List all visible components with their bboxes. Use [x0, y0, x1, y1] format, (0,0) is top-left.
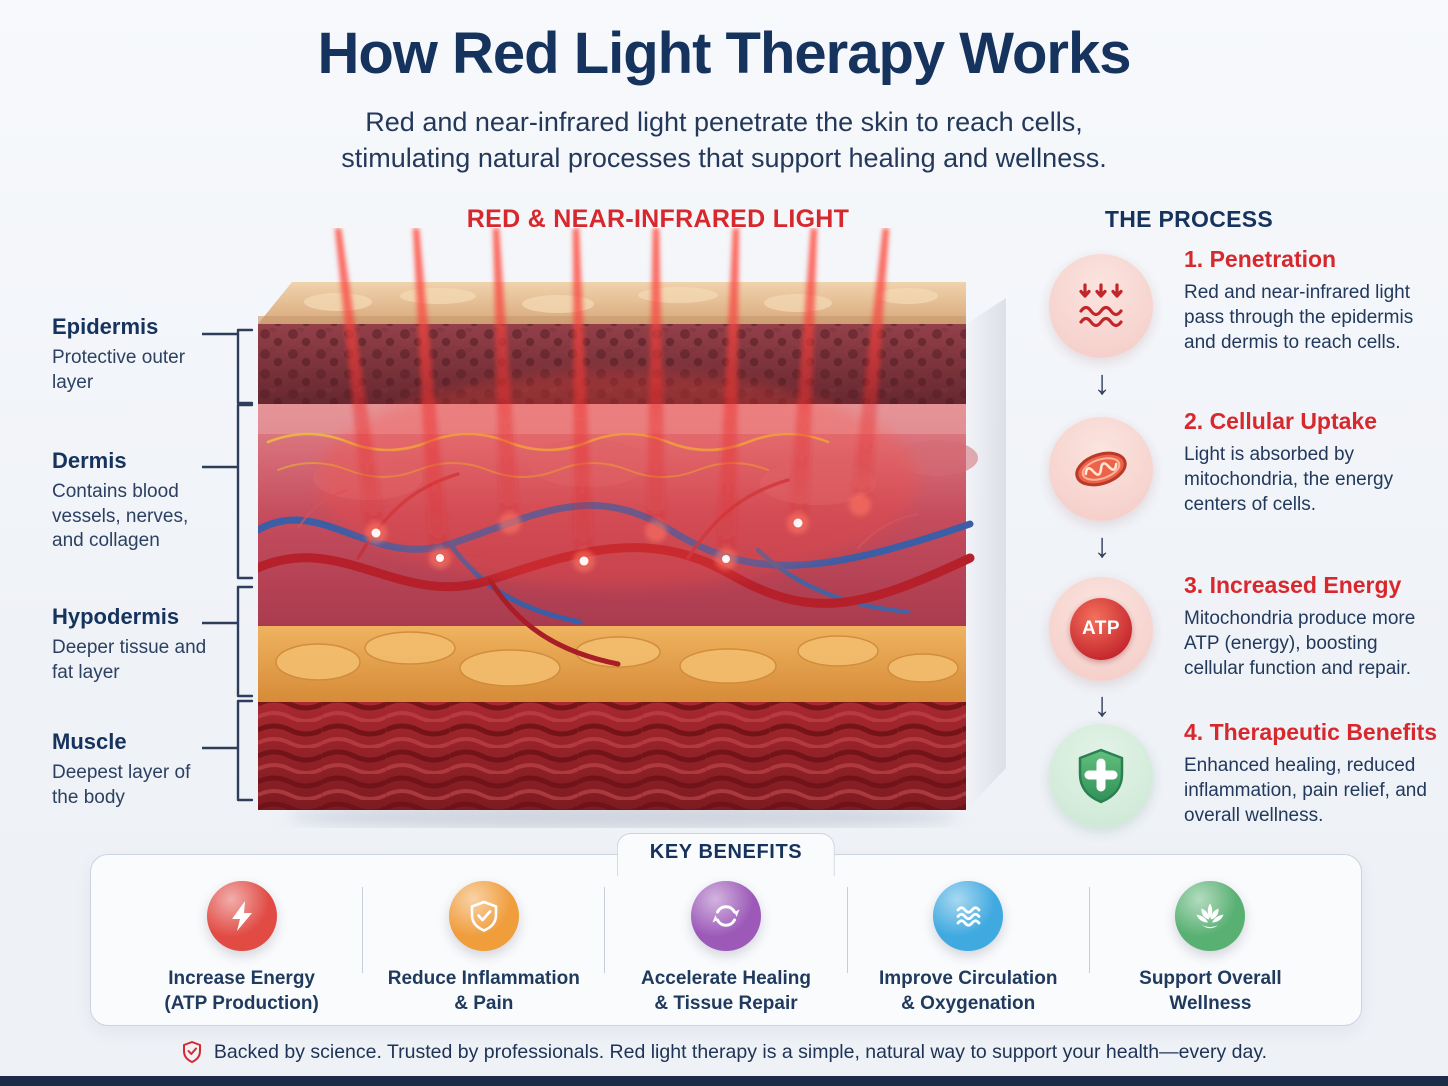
layer-description: Protective outer layer	[52, 347, 186, 393]
benefit-support-wellness: Support Overall Wellness	[1090, 881, 1331, 1025]
layer-label-muscle: Muscle Deepest layer of the body	[52, 729, 210, 810]
benefit-label: Improve Circulation & Oxygenation	[879, 968, 1058, 1014]
skin-cross-section-illustration	[258, 228, 1006, 828]
atp-icon: ATP	[1049, 577, 1153, 681]
layer-brackets	[202, 328, 254, 802]
layer-name: Muscle	[52, 729, 127, 754]
divider	[362, 887, 364, 973]
bottom-accent-bar	[0, 1076, 1448, 1086]
bracket-muscle	[202, 699, 254, 802]
cycle-arrows-icon	[691, 881, 761, 951]
footer-text: Backed by science. Trusted by profession…	[213, 1040, 1268, 1063]
layer-description: Contains blood vessels, nerves, and coll…	[52, 481, 189, 552]
shield-verified-icon	[181, 1040, 203, 1064]
atp-badge: ATP	[1070, 598, 1132, 660]
benefits-row: Increase Energy (ATP Production) Reduce …	[91, 855, 1361, 1025]
benefit-label: Increase Energy (ATP Production)	[164, 968, 319, 1014]
benefit-label: Support Overall Wellness	[1139, 968, 1282, 1014]
process-step-4: 4. Therapeutic Benefits Enhanced healing…	[1184, 719, 1438, 828]
key-benefits-panel: KEY BENEFITS Increase Energy (ATP Produc…	[90, 833, 1362, 1026]
page-subtitle: Red and near-infrared light penetrate th…	[341, 107, 1107, 174]
step-title: 4. Therapeutic Benefits	[1184, 719, 1438, 745]
process-heading: THE PROCESS	[1104, 206, 1274, 232]
process-step-3: 3. Increased Energy Mitochondria produce…	[1184, 572, 1436, 681]
page-title: How Red Light Therapy Works	[317, 21, 1131, 86]
step-title: 3. Increased Energy	[1184, 572, 1402, 598]
layer-label-dermis: Dermis Contains blood vessels, nerves, a…	[52, 448, 210, 554]
benefit-label: Reduce Inflammation & Pain	[387, 968, 580, 1014]
layer-label-epidermis: Epidermis Protective outer layer	[52, 314, 210, 395]
waves-icon	[933, 881, 1004, 951]
layer-description: Deeper tissue and fat layer	[52, 637, 207, 683]
benefit-accelerate-healing: Accelerate Healing & Tissue Repair	[605, 881, 846, 1025]
penetration-icon	[1049, 254, 1153, 358]
layer-label-hypodermis: Hypodermis Deeper tissue and fat layer	[52, 604, 210, 685]
benefit-reduce-inflammation: Reduce Inflammation & Pain	[363, 881, 604, 1025]
benefit-improve-circulation: Improve Circulation & Oxygenation	[848, 881, 1089, 1025]
step-description: Mitochondria produce more ATP (energy), …	[1184, 608, 1416, 680]
atp-label: ATP	[1081, 618, 1121, 639]
down-arrow-icon: ↓	[1093, 364, 1111, 402]
step-description: Light is absorbed by mitochondria, the e…	[1184, 444, 1394, 516]
layer-name: Dermis	[52, 448, 127, 473]
divider	[1088, 887, 1090, 973]
benefit-increase-energy: Increase Energy (ATP Production)	[121, 881, 362, 1025]
mitochondria-icon	[1049, 417, 1153, 521]
key-benefits-heading: KEY BENEFITS	[616, 833, 836, 876]
step-description: Red and near-infrared light pass through…	[1184, 282, 1414, 354]
process-step-2: 2. Cellular Uptake Light is absorbed by …	[1184, 408, 1436, 517]
process-step-1: 1. Penetration Red and near-infrared lig…	[1184, 246, 1436, 355]
shield-cross-icon	[1049, 724, 1153, 828]
layer-name: Hypodermis	[52, 604, 180, 629]
benefit-label: Accelerate Healing & Tissue Repair	[640, 968, 812, 1014]
step-title: 2. Cellular Uptake	[1184, 408, 1378, 434]
divider	[846, 887, 848, 973]
down-arrow-icon: ↓	[1093, 527, 1111, 565]
down-arrow-icon: ↓	[1093, 686, 1111, 724]
bracket-dermis	[202, 403, 254, 580]
bracket-hypodermis	[202, 585, 254, 698]
layer-description: Deepest layer of the body	[52, 762, 191, 808]
shield-check-icon	[448, 881, 519, 951]
bracket-epidermis	[202, 328, 254, 405]
lightning-bolt-icon	[206, 881, 277, 951]
step-description: Enhanced healing, reduced inflammation, …	[1184, 755, 1427, 827]
footer: Backed by science. Trusted by profession…	[0, 1040, 1448, 1064]
step-title: 1. Penetration	[1184, 246, 1337, 272]
layer-name: Epidermis	[52, 314, 159, 339]
divider	[604, 887, 606, 973]
lotus-icon	[1175, 881, 1246, 951]
